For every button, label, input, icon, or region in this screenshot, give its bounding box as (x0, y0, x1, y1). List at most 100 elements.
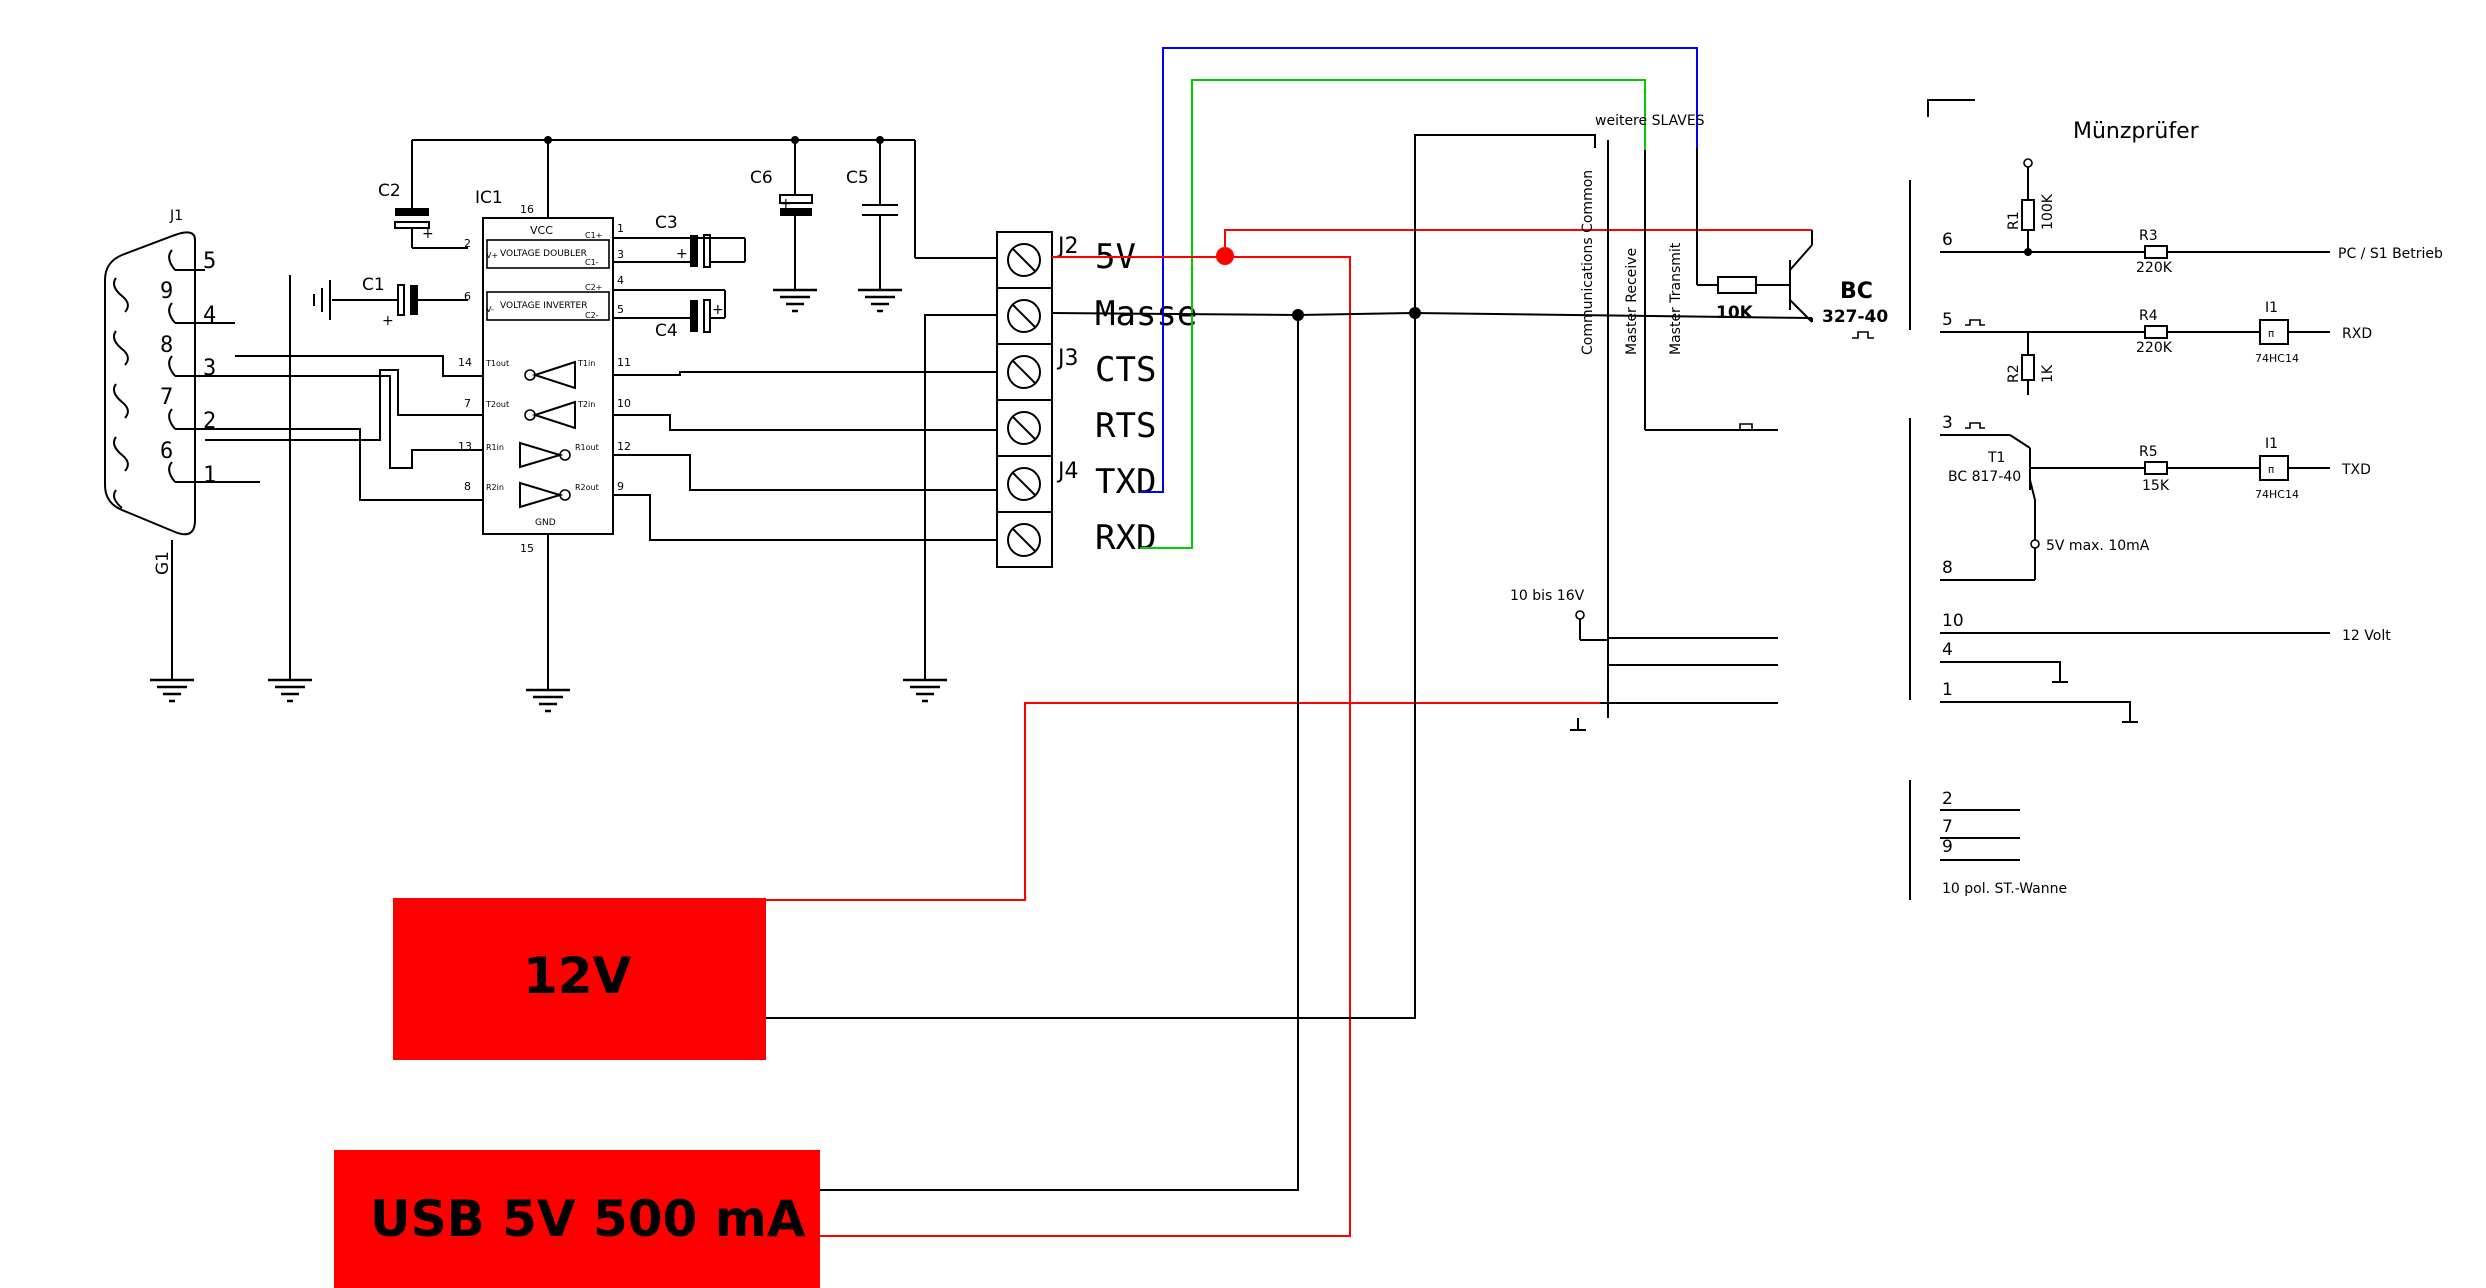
cap-label: C4 (655, 321, 678, 341)
terminal-ref: J2 (1056, 234, 1079, 259)
svg-text:+: + (780, 196, 792, 212)
svg-text:+: + (382, 313, 394, 329)
terminal-label-rts: RTS (1095, 406, 1156, 446)
db9-pin-label: 6 (160, 439, 173, 464)
ic-buffers (519, 360, 576, 509)
ground-wires (765, 134, 1813, 1191)
5v-wire-red (1052, 229, 1812, 258)
ic-pin-name: V+ (486, 251, 498, 260)
ic-pin-name: V- (486, 305, 494, 314)
resistor-value: 220K (2136, 260, 2173, 276)
ic-pin-name: C2+ (585, 283, 602, 292)
resistor-label: R3 (2139, 228, 2158, 244)
coin-pc-label: PC / S1 Betrieb (2338, 246, 2443, 262)
coin-pin-num: 5 (1942, 310, 1953, 330)
cap-label: C2 (378, 181, 401, 201)
svg-text:ᴨ: ᴨ (2268, 327, 2274, 340)
ic-pin-name: R1in (486, 443, 504, 452)
coin-title: Münzprüfer (2073, 119, 2200, 144)
svg-text:+: + (422, 226, 434, 242)
coin-pin-num: 8 (1942, 558, 1953, 578)
ic-pin-name: R2out (575, 483, 599, 492)
ic-ref: IC1 (475, 188, 503, 208)
ic-pin-name: T2in (577, 400, 595, 409)
ic-pin-num: 3 (617, 248, 624, 261)
db9-pin-label: 7 (160, 385, 173, 410)
transistor-number: 327-40 (1822, 307, 1888, 327)
ic-pin-name: T1out (485, 359, 509, 368)
cap-label: C3 (655, 213, 678, 233)
ic-label: I1 (2265, 436, 2278, 452)
slave-recv-label: Master Receive (1624, 248, 1640, 355)
junction-dot (1216, 247, 1234, 265)
serial-wiring (205, 314, 997, 703)
terminal-label-txd: TXD (1095, 462, 1156, 502)
power-sources: 12V USB 5V 500 mA (334, 898, 820, 1288)
resistor-label: R4 (2139, 308, 2158, 324)
ic-pin-16: 16 (520, 203, 534, 216)
ic-doubler-label: VOLTAGE DOUBLER (500, 249, 587, 259)
slave-xmit-label: Master Transmit (1668, 242, 1684, 355)
resistor-10k (1717, 276, 1757, 294)
coin-pin-num: 4 (1942, 640, 1953, 660)
ic-pin-num: 14 (458, 356, 472, 369)
ic-pin-num: 7 (464, 397, 471, 410)
connector-shell (104, 231, 196, 536)
resistor-label: R2 (2006, 364, 2022, 383)
coin-supply-label: 5V max. 10mA (2046, 538, 2150, 554)
db9-pin-label: 8 (160, 333, 173, 358)
cap-label: C6 (750, 168, 773, 188)
transistor-label: T1 (1987, 450, 2005, 466)
terminal-screws (1007, 243, 1041, 557)
coin-12v-label: 12 Volt (2342, 628, 2391, 644)
schmitt-trigger (2259, 455, 2289, 481)
connector-ground-label: G1 (153, 551, 173, 575)
source-12v-block (393, 898, 766, 1060)
cap-label: C1 (362, 275, 385, 295)
ic-pin-name: C1- (585, 258, 599, 267)
resistor-label: R5 (2139, 444, 2158, 460)
source-usb-block (334, 1150, 820, 1288)
coin-pin-num: 7 (1942, 817, 1953, 837)
ic-label: I1 (2265, 300, 2278, 316)
slave-comm-label: Communications Common (1580, 170, 1596, 355)
ic-pin-num: 1 (617, 222, 624, 235)
ic-pin-num: 5 (617, 303, 624, 316)
svg-text:+: + (712, 302, 724, 318)
coin-connector-label: 10 pol. ST.-Wanne (1942, 881, 2067, 897)
ic-pin-name: T2out (485, 400, 509, 409)
slave-section: weitere SLAVES Communications Common Mas… (1510, 113, 1888, 731)
coin-rxd-label: RXD (2342, 326, 2372, 342)
connector-ref: J1 (169, 208, 183, 224)
ic-pin-15: 15 (520, 542, 534, 555)
ic-part: 74HC14 (2255, 488, 2299, 501)
terminal-label-rxd: RXD (1095, 518, 1156, 558)
terminal-block: J2 J3 J4 5V Masse CTS RTS TXD RXD (996, 231, 1197, 568)
resistor-value: 1K (2040, 364, 2056, 383)
ic-pin-num: 4 (617, 274, 624, 287)
ic1-block: IC1 16 VCC VOLTAGE DOUBLER VOLTAGE INVER… (458, 136, 631, 713)
bus-wires (765, 47, 1812, 1237)
resistor-value: 100K (2040, 193, 2056, 230)
coin-pin-num: 3 (1942, 413, 1953, 433)
ic-pin-num: 10 (617, 397, 631, 410)
transistor-part: BC 817-40 (1948, 469, 2021, 485)
ic-pin-num: 12 (617, 440, 631, 453)
ic-pin-num: 9 (617, 480, 624, 493)
ic-pin-name: T1in (577, 359, 595, 368)
db9-connector: J1 5 9 4 8 3 7 2 6 1 G1 (104, 208, 314, 703)
db9-pin-label: 4 (203, 303, 216, 328)
resistor-label: R1 (2006, 211, 2022, 230)
slave-voltage: 10 bis 16V (1510, 588, 1585, 604)
svg-text:+: + (676, 246, 688, 262)
ic-pin-name: C2- (585, 311, 599, 320)
connector-pins (113, 249, 235, 509)
ic-part: 74HC14 (2255, 352, 2299, 365)
schmitt-trigger (2259, 319, 2289, 345)
db9-pin-label: 2 (203, 409, 216, 434)
cap-label: C5 (846, 168, 869, 188)
coin-pin-num: 6 (1942, 230, 1953, 250)
db9-pin-label: 9 (160, 279, 173, 304)
db9-pin-label: 5 (203, 249, 216, 274)
